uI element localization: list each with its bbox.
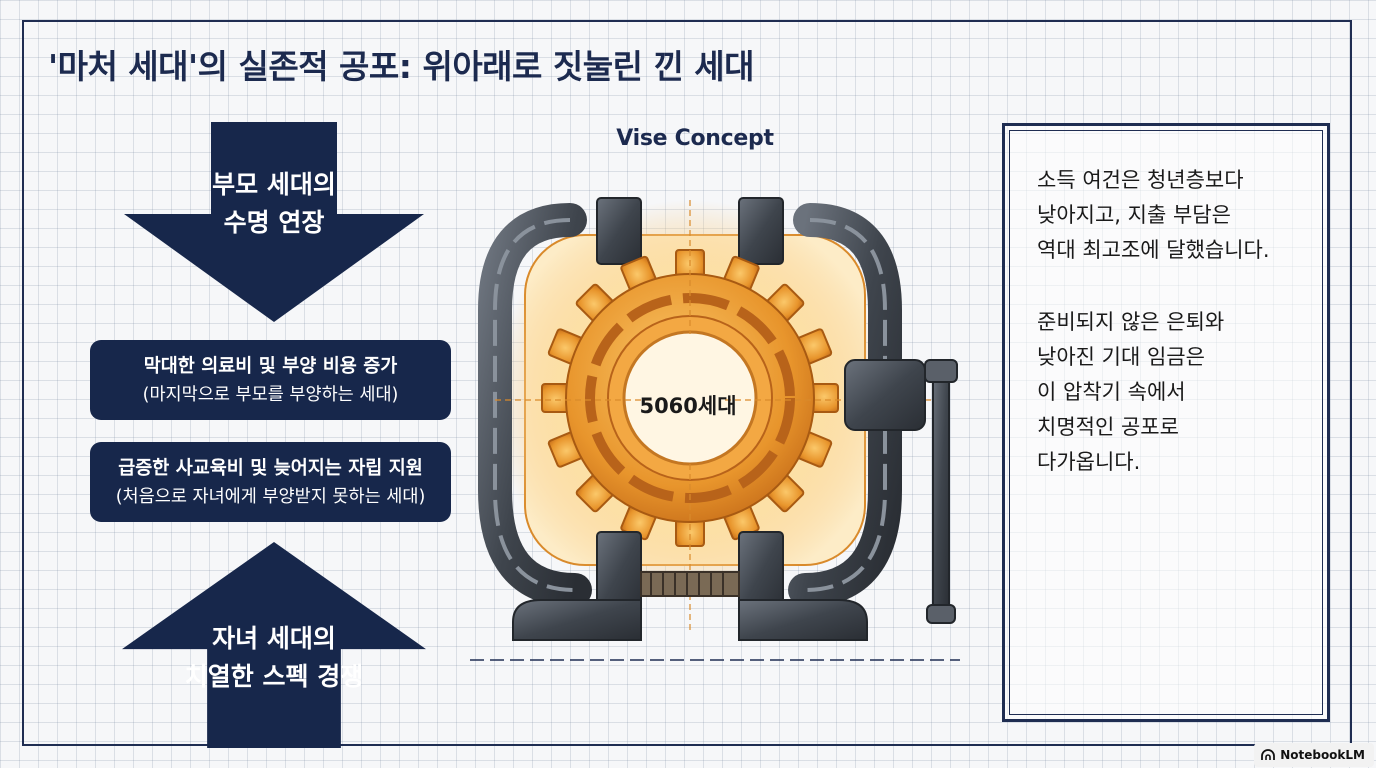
paragraph-line: 준비되지 않은 은퇴와	[1037, 310, 1225, 334]
pressure-main-text: 급증한 사교육비 및 늦어지는 자립 지원	[118, 457, 423, 479]
paragraph-line: 치명적인 공포로	[1037, 415, 1179, 439]
paragraph-line: 낮아지고, 지출 부담은	[1037, 203, 1231, 227]
top-arrow-line: 부모 세대의	[212, 170, 336, 199]
explanation-paragraph-1: 소득 여건은 청년층보다 낮아지고, 지출 부담은 역대 최고조에 달했습니다.	[1037, 163, 1270, 268]
paragraph-line: 소득 여건은 청년층보다	[1037, 168, 1244, 192]
top-arrow-label: 부모 세대의 수명 연장	[174, 166, 374, 242]
vise-base	[512, 599, 642, 641]
pressure-box-children: 급증한 사교육비 및 늦어지는 자립 지원 (처음으로 자녀에게 부양받지 못하…	[90, 442, 451, 522]
paragraph-line: 다가옵니다.	[1037, 450, 1141, 474]
vise-screw-housing	[844, 359, 926, 431]
notebooklm-badge[interactable]: NotebookLM	[1254, 743, 1374, 767]
pressure-sub-text: (마지막으로 부모를 부양하는 세대)	[142, 384, 399, 405]
vise-caption: Vise Concept	[616, 126, 774, 151]
top-arrow-line: 수명 연장	[223, 208, 325, 237]
pressure-main-text: 막대한 의료비 및 부양 비용 증가	[143, 355, 398, 377]
slide-frame	[22, 20, 1352, 746]
badge-label: NotebookLM	[1280, 748, 1365, 762]
slide-title: '마처 세대'의 실존적 공포: 위아래로 짓눌린 낀 세대	[48, 47, 755, 86]
vise-handle-bar	[932, 364, 950, 616]
vise-illustration	[470, 197, 960, 661]
pressure-sub-text: (처음으로 자녀에게 부양받지 못하는 세대)	[115, 486, 426, 507]
bottom-arrow-label: 자녀 세대의 치열한 스펙 경쟁	[164, 620, 384, 696]
vise-lead-screw	[640, 571, 740, 597]
paragraph-line: 이 압착기 속에서	[1037, 380, 1186, 404]
explanation-paragraph-2: 준비되지 않은 은퇴와 낮아진 기대 임금은 이 압착기 속에서 치명적인 공포…	[1037, 305, 1224, 480]
paragraph-line: 낮아진 기대 임금은	[1037, 345, 1205, 369]
bottom-arrow-line: 자녀 세대의	[212, 624, 336, 653]
notebooklm-logo-icon	[1261, 749, 1276, 760]
vise-top-jaw-left	[596, 197, 642, 265]
explanation-box: 소득 여건은 청년층보다 낮아지고, 지출 부담은 역대 최고조에 달했습니다.…	[1002, 123, 1330, 722]
pressure-box-parents: 막대한 의료비 및 부양 비용 증가 (마지막으로 부모를 부양하는 세대)	[90, 340, 451, 420]
gear-center-label: 5060세대	[639, 394, 737, 418]
vise-top-jaw-right	[738, 197, 784, 265]
bottom-arrow-line: 치열한 스펙 경쟁	[184, 662, 364, 691]
paragraph-line: 역대 최고조에 달했습니다.	[1037, 238, 1270, 262]
